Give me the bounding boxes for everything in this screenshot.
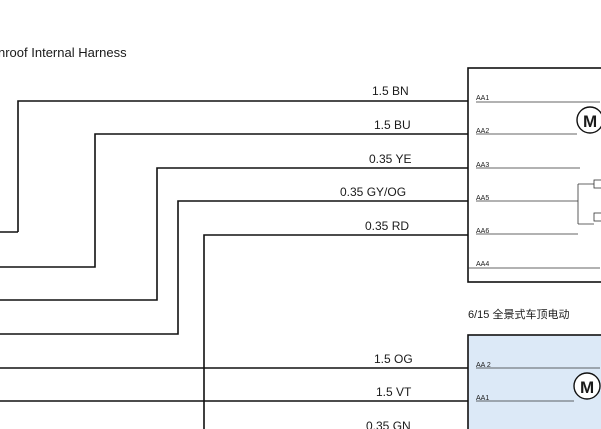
wire-spec-label: 1.5 BU xyxy=(374,118,411,132)
pin-label: AA5 xyxy=(476,195,489,202)
pin-label: AA6 xyxy=(476,228,489,235)
connector-top-box xyxy=(467,67,601,283)
motor-bottom-label: M xyxy=(580,378,594,397)
connector-top-caption: 6/15 全景式车顶电动 xyxy=(468,307,569,321)
pin-label: AA1 xyxy=(476,395,489,402)
motor-top-label: M xyxy=(583,112,597,131)
motor-top-icon xyxy=(576,106,601,134)
wire-spec-label: 0.35 GY/OG xyxy=(340,185,406,199)
wire-spec-label: 1.5 OG xyxy=(374,352,413,366)
wire-spec-label: 0.35 RD xyxy=(365,219,409,233)
internal-line-aa5 xyxy=(476,183,594,225)
motor-bottom-icon xyxy=(573,372,601,400)
switch-2-icon xyxy=(593,212,601,222)
pin-label: AA2 xyxy=(476,128,489,135)
pin-label: AA3 xyxy=(476,162,489,169)
pin-label: AA1 xyxy=(476,95,489,102)
pin-label: AA4 xyxy=(476,261,489,268)
harness-title: nroof Internal Harness xyxy=(0,45,127,60)
wire-0-35-ye xyxy=(0,167,468,301)
wire-spec-label: 0.35 YE xyxy=(369,152,411,166)
wire-spec-label: 1.5 BN xyxy=(372,84,409,98)
wire-spec-label: 0.35 GN xyxy=(366,419,411,429)
wire-spec-label: 1.5 VT xyxy=(376,385,412,399)
wire-0-35-gy-og xyxy=(0,200,468,335)
wire-1-5-bu xyxy=(0,133,468,268)
wire-0-35-rd xyxy=(203,234,468,429)
wire-1-5-bn xyxy=(17,100,468,232)
pin-label: AA 2 xyxy=(476,362,491,369)
switch-1-icon xyxy=(593,179,601,189)
